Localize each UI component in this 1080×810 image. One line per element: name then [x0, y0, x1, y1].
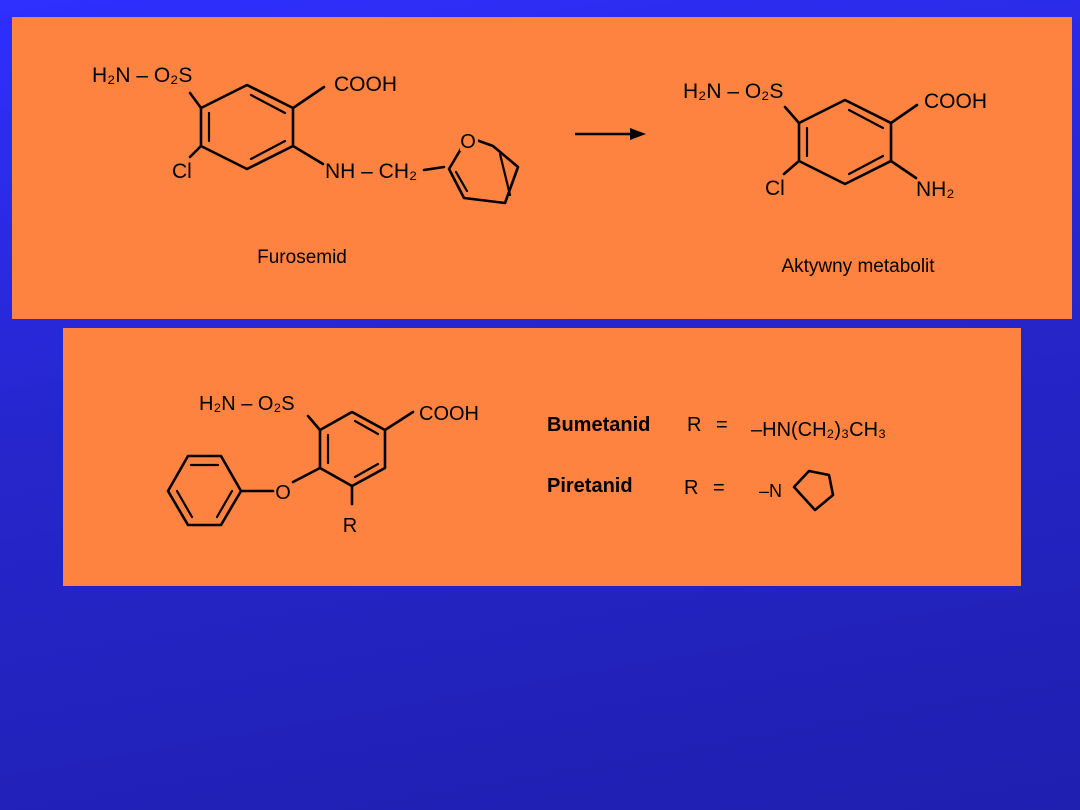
metabolite-chlorine-label: Cl — [765, 177, 785, 200]
r-substituent-label: R — [343, 515, 357, 537]
scaffold-benzene-ring — [318, 410, 387, 488]
derivative-r-group: –N — [759, 481, 782, 501]
derivative-name: Bumetanid — [547, 414, 650, 436]
furosemide-reaction-diagram: H₂N – O₂S COOH Cl NH – CH₂ O Furosemid H… — [92, 64, 987, 277]
furosemid-structure: H₂N – O₂S COOH Cl NH – CH₂ O Furosemid — [92, 64, 520, 268]
furosemide-panel: H₂N – O₂S COOH Cl NH – CH₂ O Furosemid H… — [12, 17, 1072, 319]
furosemid-benzene-ring — [199, 83, 295, 171]
scaffold-sulfonamide-label: H₂N – O₂S — [199, 393, 295, 415]
metabolite-name: Aktywny metabolit — [781, 256, 935, 277]
furan-ring — [447, 135, 520, 205]
loop-diuretics-diagram: H₂N – O₂S COOH O R Bumetanid R = –HN(CH₂… — [166, 393, 886, 537]
metabolite-carboxyl-label: COOH — [924, 90, 987, 113]
furosemid-name: Furosemid — [257, 247, 347, 268]
derivative-name: Piretanid — [547, 475, 633, 497]
reaction-arrow-icon — [575, 128, 646, 140]
derivative-r-label: R — [687, 414, 701, 436]
derivative-r-group: –HN(CH₂)₃CH₃ — [751, 419, 886, 441]
scaffold-structure: H₂N – O₂S COOH O R — [166, 393, 479, 537]
metabolite-structure: H₂N – O₂S COOH Cl NH₂ Aktywny metabolit — [683, 80, 987, 277]
furan-oxygen-label: O — [460, 131, 476, 153]
derivative-equals: = — [716, 414, 728, 436]
metabolite-amine-label: NH₂ — [916, 178, 954, 201]
pyrrolidine-icon — [792, 469, 835, 512]
derivative-row-piretanid: Piretanid R = –N — [547, 469, 835, 512]
ether-oxygen-label: O — [275, 482, 291, 504]
derivative-row-bumetanid: Bumetanid R = –HN(CH₂)₃CH₃ — [547, 414, 886, 441]
phenyl-ring — [166, 454, 243, 527]
furosemid-amine-linker-label: NH – CH₂ — [325, 160, 417, 183]
furosemid-chlorine-label: Cl — [172, 160, 192, 183]
furosemid-carboxyl-label: COOH — [334, 73, 397, 96]
derivative-r-label: R — [684, 477, 698, 499]
derivative-equals: = — [713, 477, 725, 499]
scaffold-carboxyl-label: COOH — [419, 403, 479, 425]
metabolite-benzene-ring — [797, 98, 893, 186]
metabolite-sulfonamide-label: H₂N – O₂S — [683, 80, 783, 103]
loop-diuretics-panel: H₂N – O₂S COOH O R Bumetanid R = –HN(CH₂… — [63, 328, 1021, 586]
furosemid-sulfonamide-label: H₂N – O₂S — [92, 64, 192, 87]
